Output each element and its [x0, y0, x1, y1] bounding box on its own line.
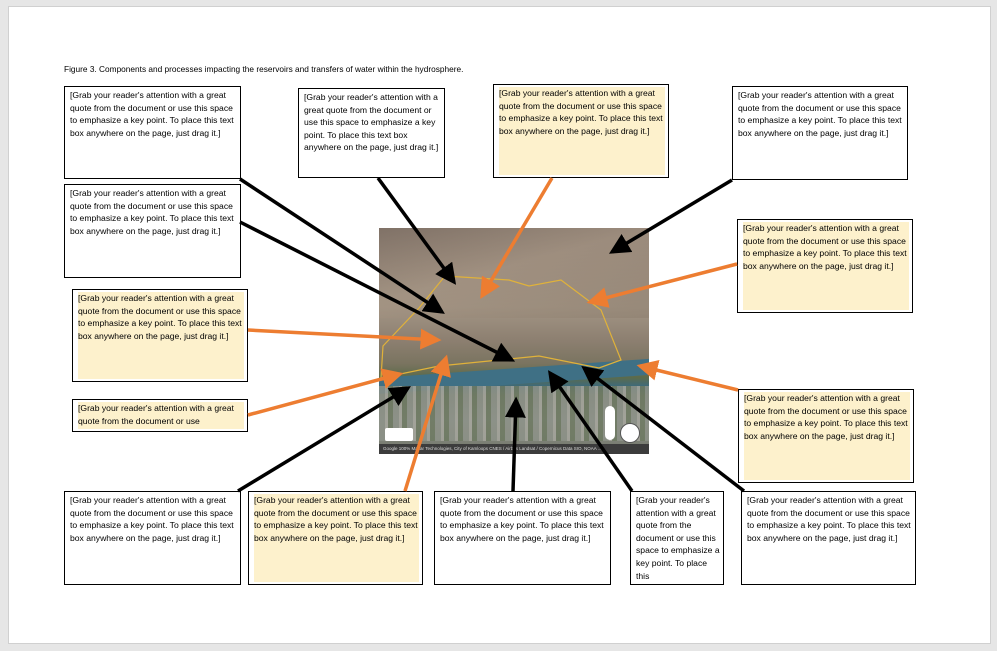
zoom-control[interactable] [605, 406, 615, 440]
text-box-13[interactable]: [Grab your reader's attention with a gre… [630, 491, 724, 585]
text-box-6[interactable]: [Grab your reader's attention with a gre… [732, 86, 908, 180]
compass-icon[interactable] [620, 423, 640, 443]
map-layer-control[interactable] [385, 428, 413, 441]
text-box-4[interactable]: [Grab your reader's attention with a gre… [298, 88, 445, 178]
map-attribution: Google 100% Maxar Technologies, City of … [379, 444, 649, 454]
figure-caption: Figure 3. Components and processes impac… [64, 64, 464, 74]
text-box-14[interactable]: [Grab your reader's attention with a gre… [741, 491, 916, 585]
text-box-3[interactable]: [Grab your reader's attention with a gre… [72, 289, 248, 382]
text-box-7[interactable]: [Grab your reader's attention with a gre… [737, 219, 913, 313]
text-box-12[interactable]: [Grab your reader's attention with a gre… [434, 491, 611, 585]
text-box-1[interactable]: [Grab your reader's attention with a gre… [64, 86, 241, 179]
text-box-9[interactable]: [Grab your reader's attention with a gre… [738, 389, 914, 483]
aerial-photo: Google 100% Maxar Technologies, City of … [379, 228, 649, 454]
text-box-10[interactable]: [Grab your reader's attention with a gre… [64, 491, 241, 585]
text-box-5[interactable]: [Grab your reader's attention with a gre… [493, 84, 669, 178]
text-box-2[interactable]: [Grab your reader's attention with a gre… [64, 184, 241, 278]
text-box-8[interactable]: [Grab your reader's attention with a gre… [72, 399, 248, 432]
text-box-11[interactable]: [Grab your reader's attention with a gre… [248, 491, 423, 585]
